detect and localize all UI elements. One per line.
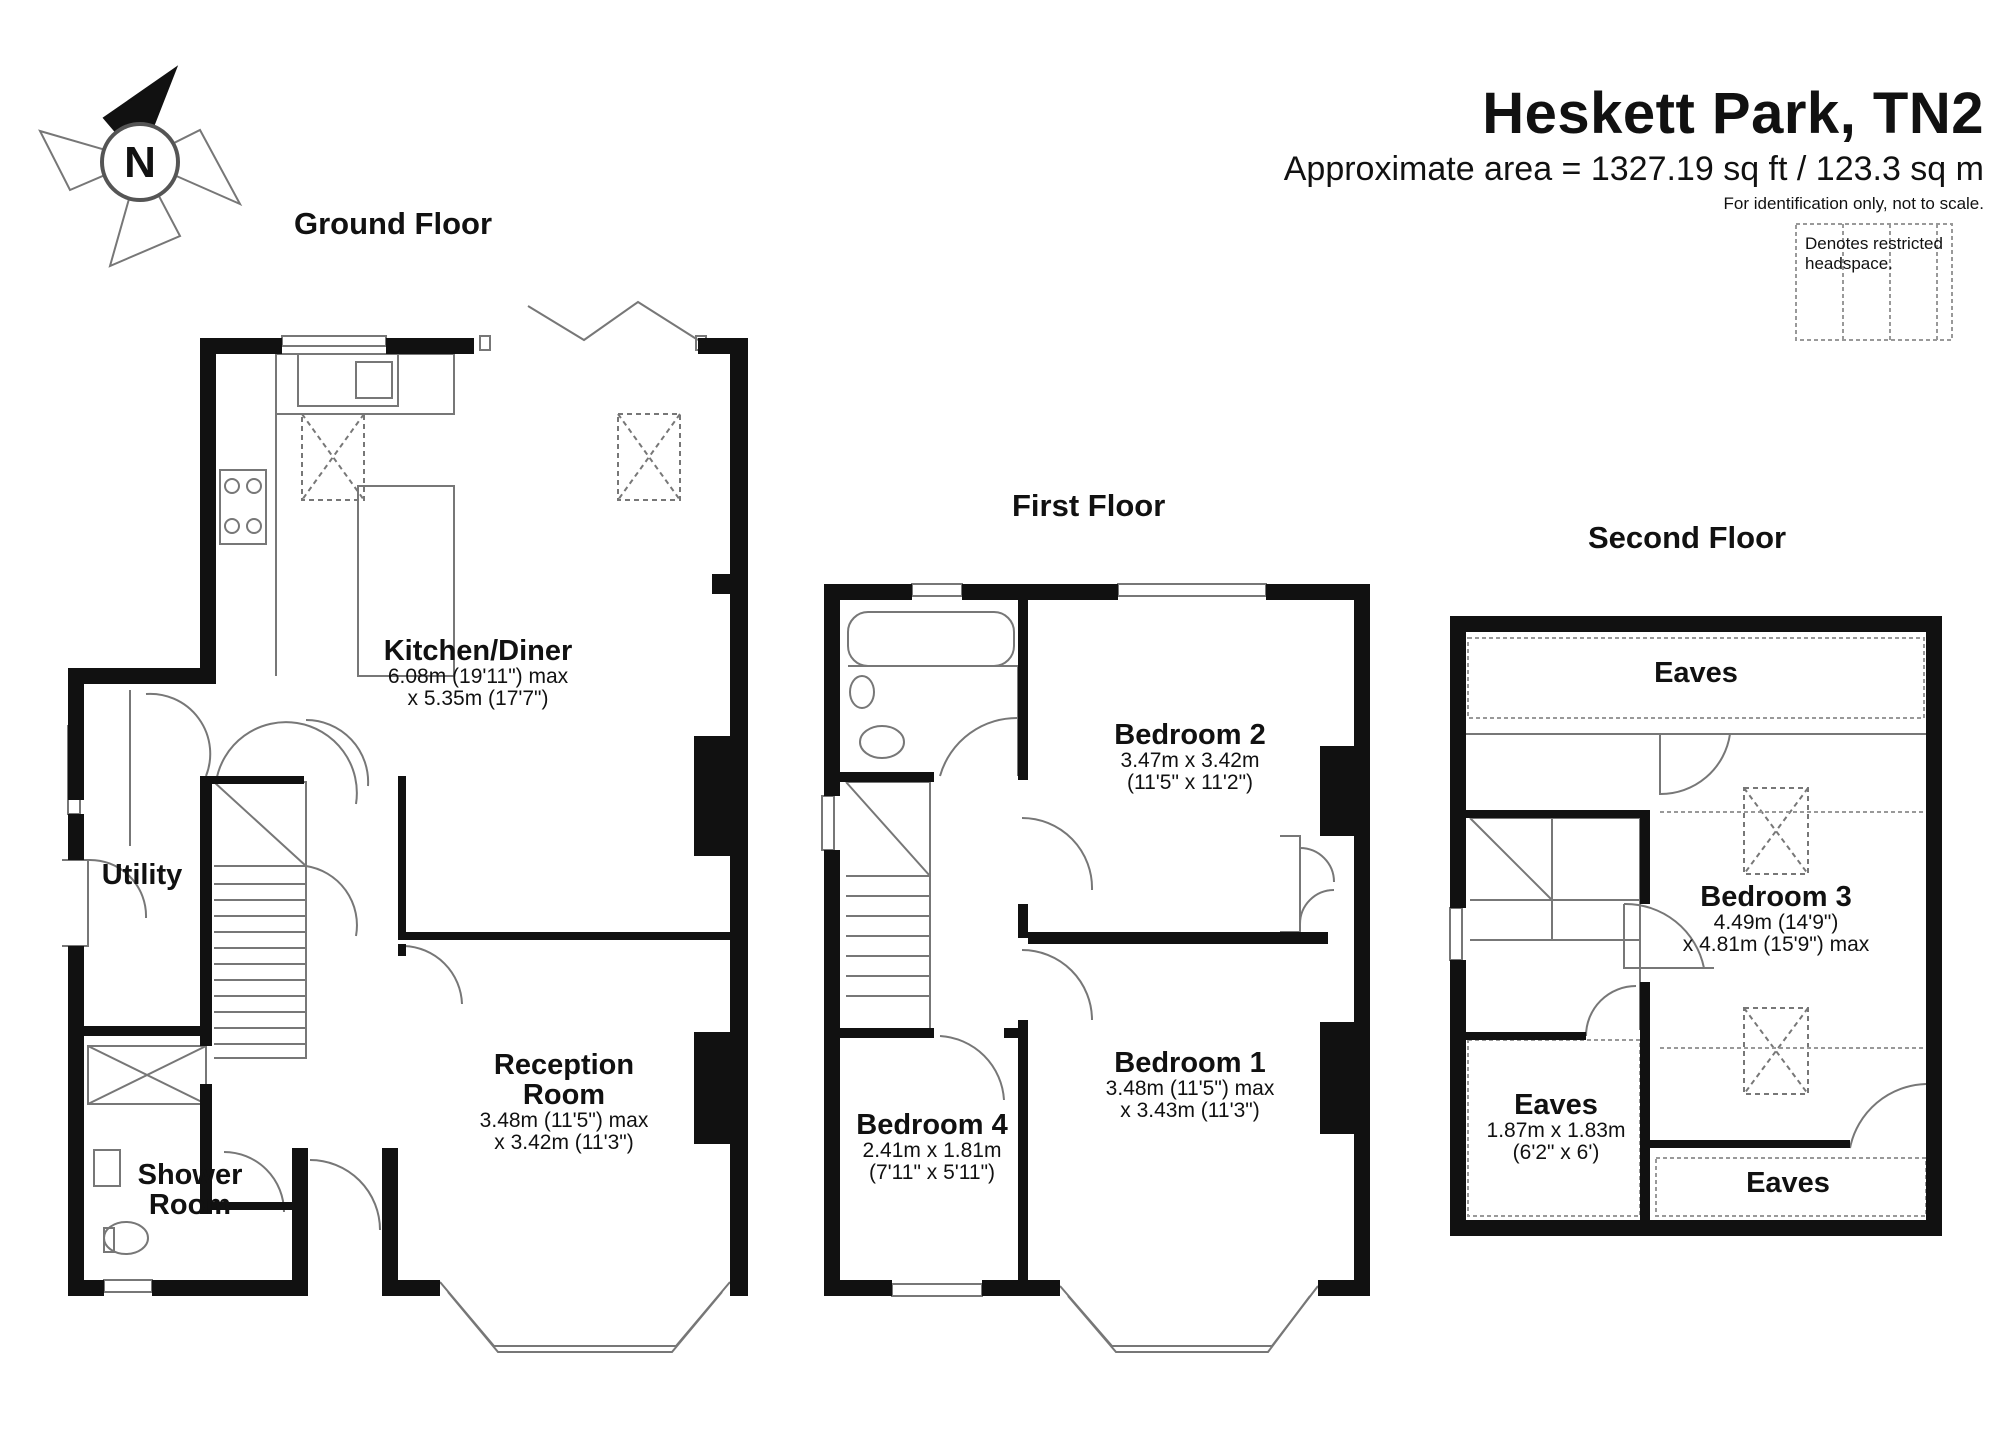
room-name: Bedroom 4 [856, 1109, 1008, 1141]
compass-letter: N [124, 138, 156, 187]
walls [68, 338, 1942, 1296]
room-dimension: x 3.42m (11'3") [494, 1131, 634, 1154]
room-eaves-left: Eaves 1.87m x 1.83m (6'2" x 6') [1487, 1090, 1626, 1164]
room-kitchen-diner: Kitchen/Diner 6.08m (19'11") max x 5.35m… [384, 636, 573, 710]
room-bedroom-1: Bedroom 1 3.48m (11'5") max x 3.43m (11'… [1106, 1048, 1275, 1122]
restricted-headspace-legend [1795, 223, 1953, 341]
room-dimension: x 4.81m (15'9") max [1682, 933, 1870, 956]
room-reception: Reception Room 3.48m (11'5") max x 3.42m… [480, 1050, 649, 1154]
room-name: Room [522, 1079, 606, 1111]
room-dimension: x 3.43m (11'3") [1120, 1099, 1260, 1122]
room-dimension: 3.48m (11'5") max [479, 1109, 649, 1132]
room-utility: Utility [102, 860, 183, 890]
first-floor-fixtures [821, 583, 1335, 1353]
room-name: Bedroom 3 [1700, 881, 1852, 913]
second-floor-title: Second Floor [1588, 520, 1787, 555]
room-bedroom-3: Bedroom 3 4.49m (14'9") x 4.81m (15'9") … [1683, 882, 1870, 956]
room-dimension: 6.08m (19'11") max [387, 665, 569, 688]
property-title: Heskett Park, TN2 [1482, 81, 1984, 146]
room-bedroom-2: Bedroom 2 3.47m x 3.42m (11'5" x 11'2") [1114, 720, 1265, 794]
room-name: Room [148, 1189, 232, 1221]
room-eaves-top: Eaves [1654, 658, 1738, 688]
room-name: Bedroom 2 [1114, 719, 1266, 751]
room-name: Eaves [1514, 1089, 1598, 1121]
room-bedroom-4: Bedroom 4 2.41m x 1.81m (7'11" x 5'11") [856, 1110, 1007, 1184]
room-dimension: 2.41m x 1.81m [862, 1139, 1002, 1162]
room-dimension: (11'5" x 11'2") [1126, 771, 1254, 794]
room-dimension: x 5.35m (17'7") [407, 687, 549, 710]
room-name: Shower [137, 1159, 243, 1191]
ground-floor-title: Ground Floor [294, 206, 493, 241]
legend-label: Denotes restricted headspace. [1805, 234, 1943, 273]
compass-rose-icon [38, 65, 243, 268]
room-dimension: (6'2" x 6') [1512, 1141, 1600, 1164]
room-name: Eaves [1654, 657, 1738, 689]
room-dimension: 4.49m (14'9") [1713, 911, 1839, 934]
room-dimension: (7'11" x 5'11") [868, 1161, 996, 1184]
first-floor-title: First Floor [1012, 488, 1166, 523]
room-name: Utility [101, 859, 183, 891]
second-floor-fixtures [1449, 637, 1930, 1217]
room-name: Bedroom 1 [1114, 1047, 1266, 1079]
room-name: Kitchen/Diner [383, 635, 573, 667]
room-dimension: 3.47m x 3.42m [1120, 749, 1260, 772]
room-name: Reception [493, 1049, 635, 1081]
room-dimension: 1.87m x 1.83m [1486, 1119, 1626, 1142]
room-shower: Shower Room [138, 1160, 243, 1220]
room-name: Eaves [1746, 1167, 1830, 1199]
room-dimension: 3.48m (11'5") max [1105, 1077, 1275, 1100]
identification-note: For identification only, not to scale. [1723, 194, 1985, 213]
room-eaves-bottom: Eaves [1746, 1168, 1830, 1198]
approximate-area: Approximate area = 1327.19 sq ft / 123.3… [1283, 150, 1984, 188]
